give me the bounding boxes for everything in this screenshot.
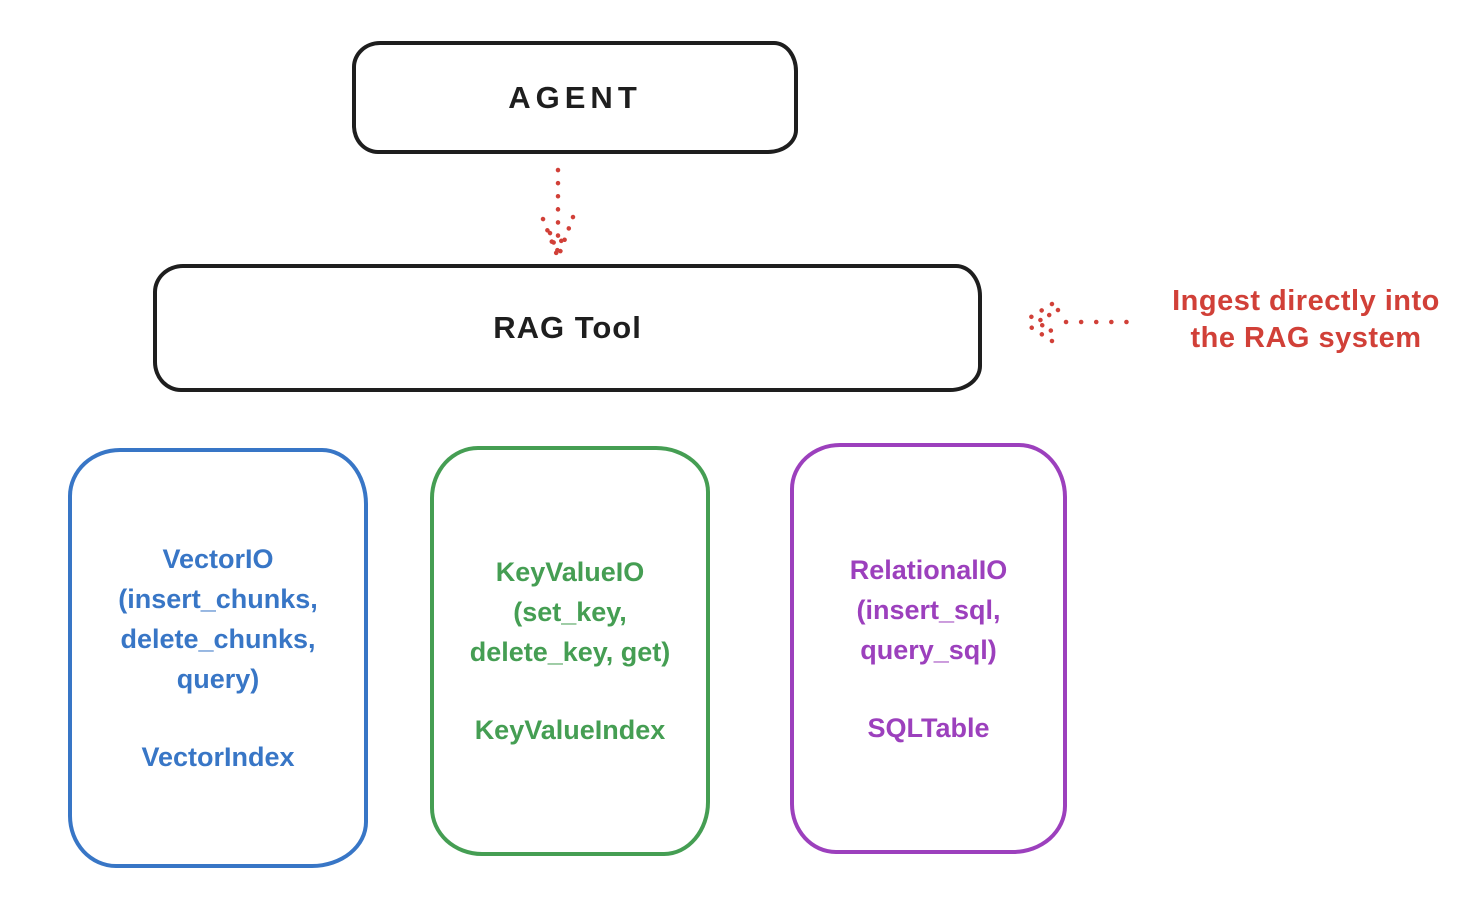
vector-io-box: VectorIO (insert_chunks, delete_chunks, … <box>68 448 368 868</box>
dotted-arrow-left-icon <box>1020 301 1135 344</box>
arrow-head-inner <box>1032 307 1061 338</box>
rag-tool-node: RAG Tool <box>153 264 982 392</box>
agent-node-label: AGENT <box>508 79 642 115</box>
key-value-io-methods: KeyValueIO (set_key, delete_key, get) <box>469 557 671 667</box>
sql-table-label: SQLTable <box>867 712 990 743</box>
key-value-io-box: KeyValueIO (set_key, delete_key, get) Ke… <box>430 446 710 856</box>
agent-node: AGENT <box>352 41 798 154</box>
ingest-annotation-line1: Ingest directly into <box>1172 285 1440 317</box>
arrow-head-left-wing <box>540 216 560 258</box>
dotted-arrow-down-icon <box>540 167 576 258</box>
rag-tool-node-label: RAG Tool <box>493 310 642 345</box>
arrow-head-inner <box>547 229 568 257</box>
vector-io-methods: VectorIO (insert_chunks, delete_chunks, … <box>118 544 318 694</box>
vector-index-label: VectorIndex <box>141 742 295 772</box>
relational-io-methods: RelationalIO (insert_sql, query_sql) <box>849 554 1008 665</box>
key-value-index-label: KeyValueIndex <box>474 715 666 745</box>
arrow-head-top-wing <box>1020 301 1055 325</box>
arrow-head-right-wing <box>556 214 576 258</box>
ingest-annotation-line2: the RAG system <box>1190 322 1422 354</box>
relational-io-box: RelationalIO (insert_sql, query_sql) SQL… <box>790 443 1067 854</box>
arrow-head-bottom-wing <box>1020 319 1055 344</box>
ingest-annotation: Ingest directly into the RAG system <box>1140 283 1472 357</box>
